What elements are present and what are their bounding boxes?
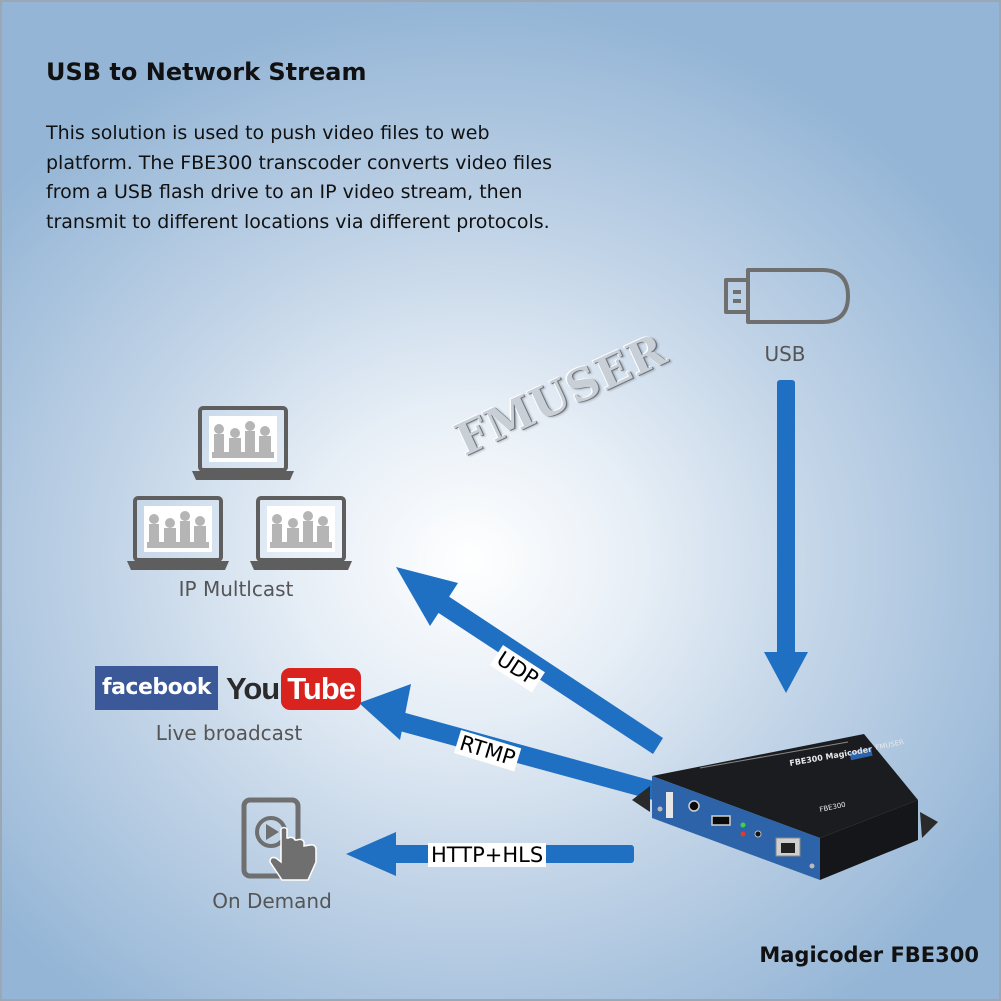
- broadcast-label: Live broadcast: [155, 721, 303, 745]
- description-line: platform. The FBE300 transcoder converts…: [46, 151, 552, 174]
- youtube-tube-badge: Tube: [281, 668, 361, 710]
- device-brand-label: FMUSER: [875, 738, 905, 752]
- description-line: from a USB flash drive to an IP video st…: [46, 181, 523, 203]
- arrow-usb-to-device: [764, 380, 808, 693]
- arrow-udp: [396, 567, 663, 754]
- facebook-logo: facebook: [95, 666, 218, 710]
- youtube-you-text: You: [226, 671, 280, 706]
- http-hls-label: HTTP+HLS: [428, 843, 547, 867]
- page-title: USB to Network Stream: [46, 58, 367, 86]
- usb-label: USB: [764, 342, 806, 366]
- description-line: This solution is used to push video file…: [46, 122, 490, 144]
- product-name: Magicoder FBE300: [759, 943, 979, 967]
- description-line: transmit to different locations via diff…: [46, 210, 550, 233]
- description: This solution is used to push video file…: [46, 119, 606, 237]
- multicast-label: IP Multlcast: [178, 577, 294, 601]
- on-demand-label: On Demand: [212, 889, 332, 913]
